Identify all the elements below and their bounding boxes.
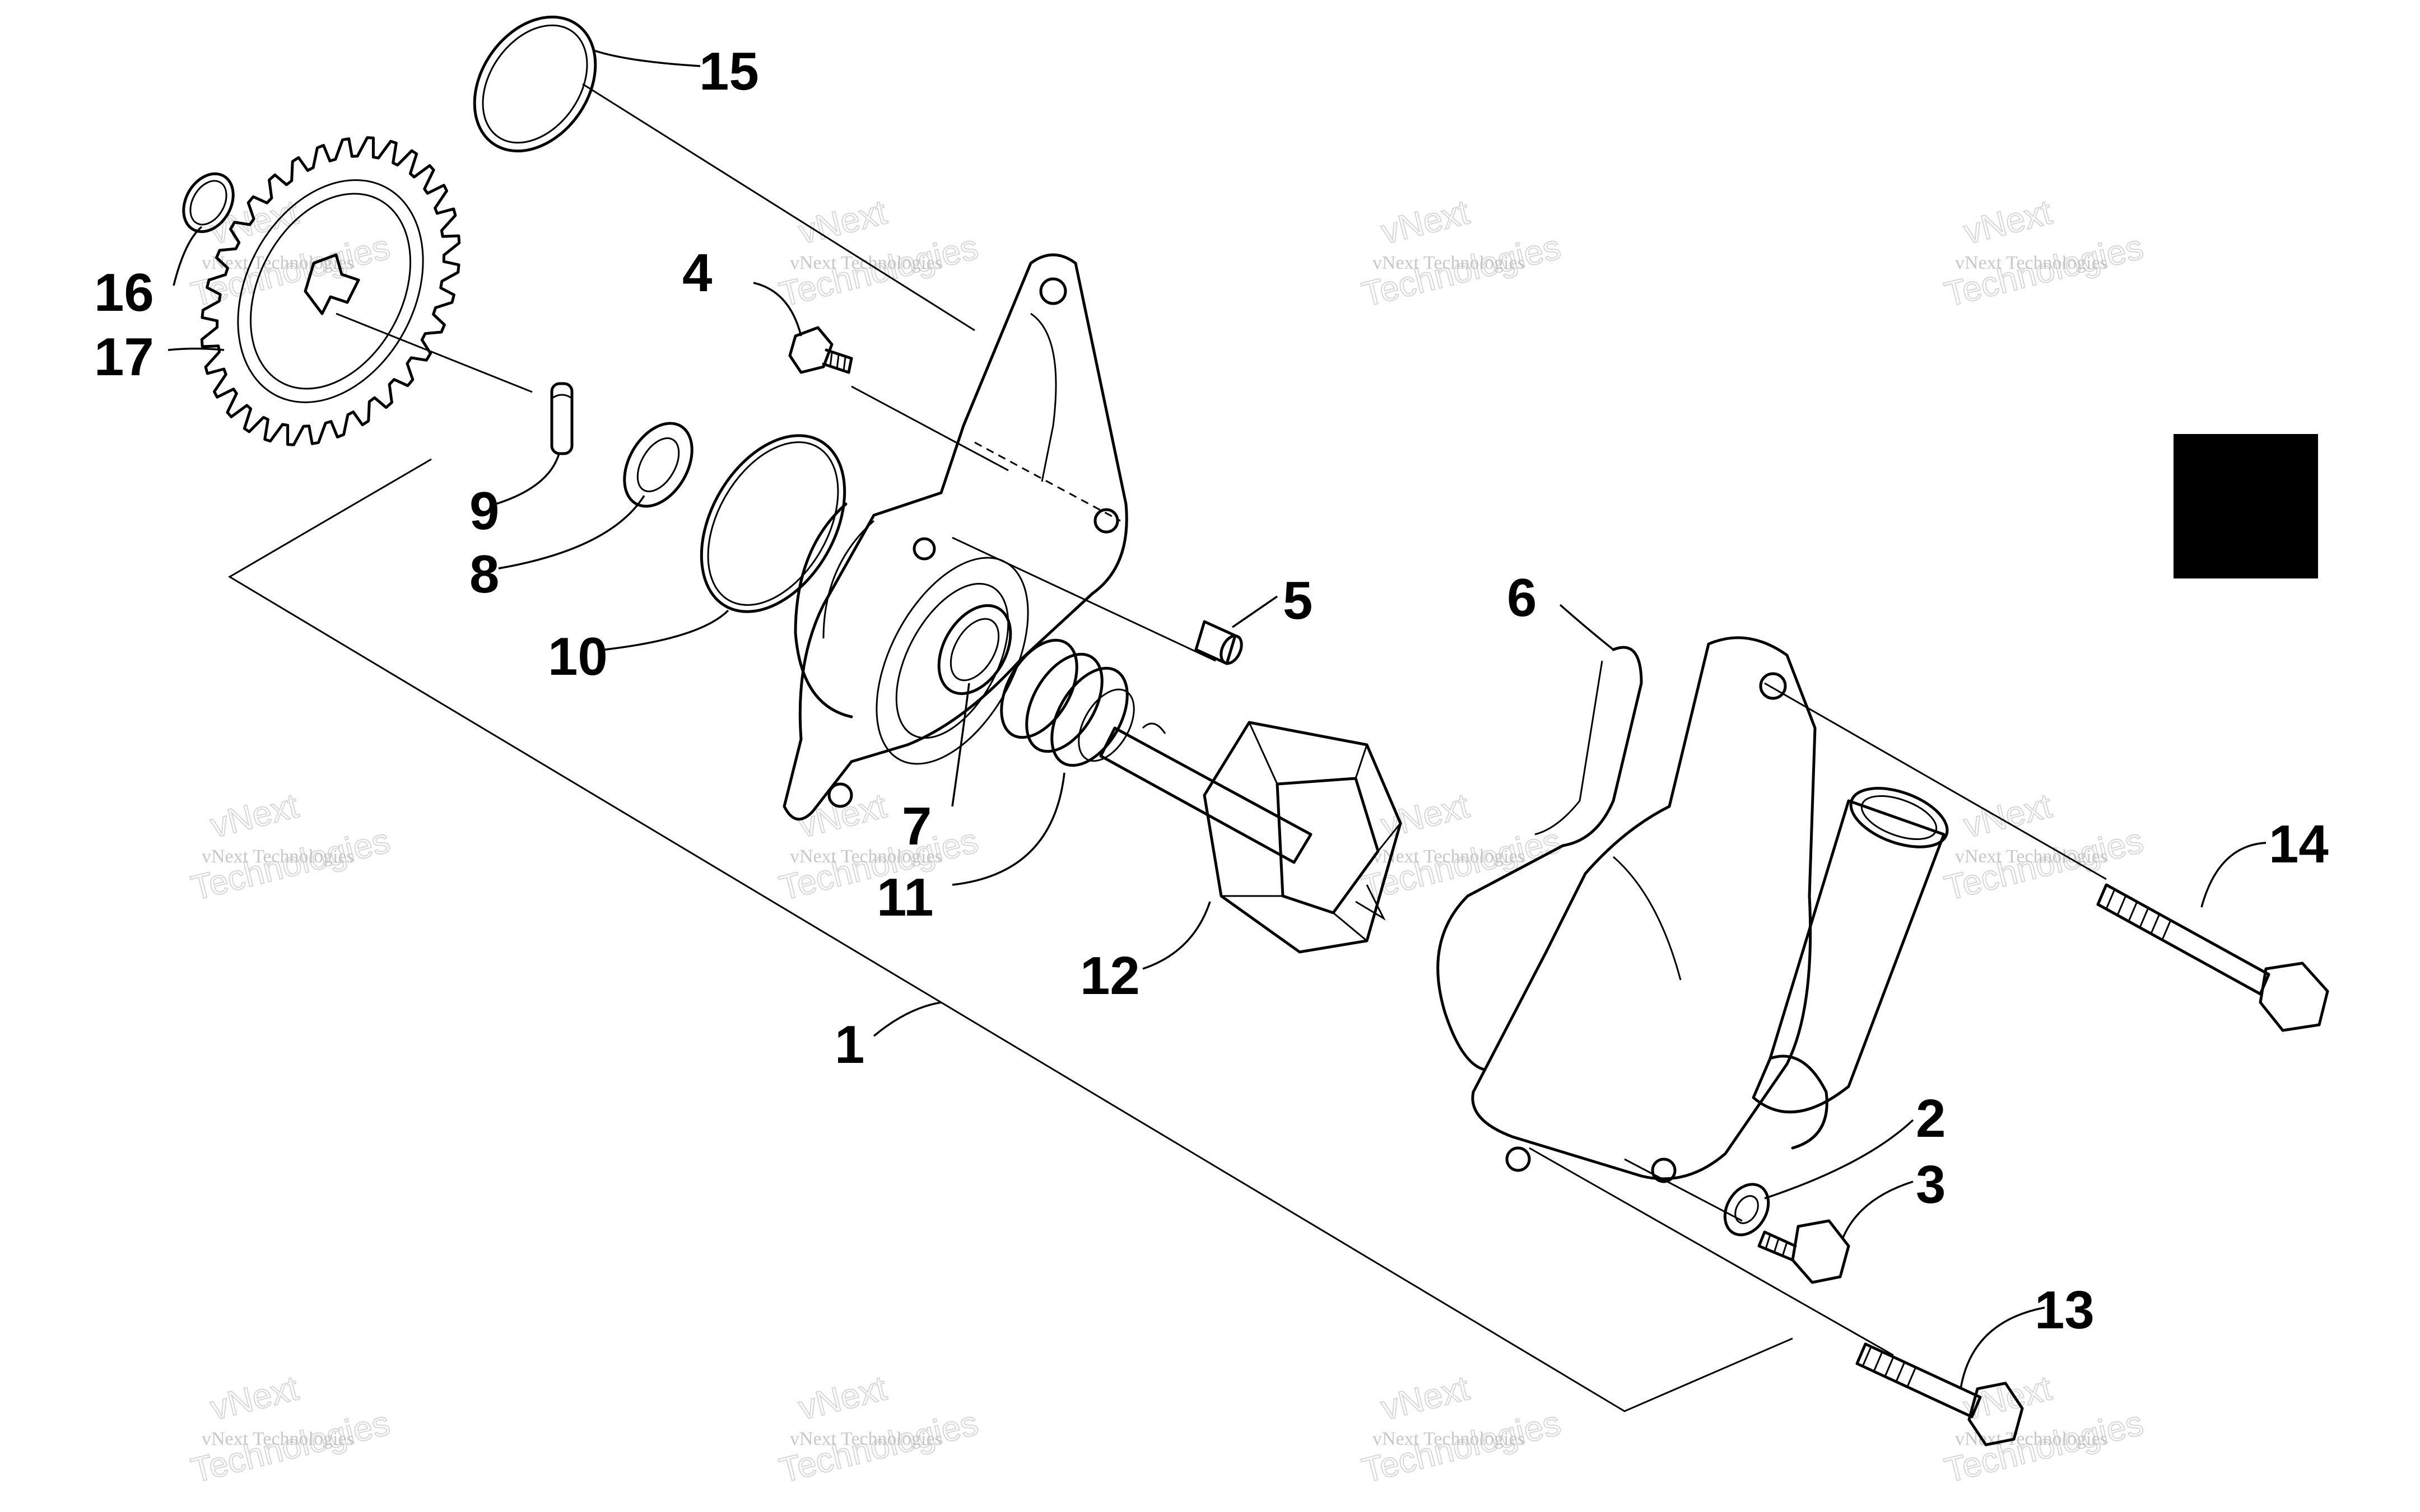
watermark-text: vNext Technologies xyxy=(1372,253,1525,273)
watermark-text: vNext Technologies xyxy=(790,846,942,867)
watermark-brand: vNext xyxy=(207,1369,302,1427)
callout-4: 4 xyxy=(682,243,712,303)
part-8-washer xyxy=(623,422,694,508)
watermark-brand: vNext xyxy=(795,193,890,251)
watermark-text: vNext Technologies xyxy=(1955,253,2107,273)
callout-12: 12 xyxy=(1080,946,1140,1006)
watermark: vNext vNext Technologies Technologies xyxy=(1358,786,1565,908)
watermark-text: vNext Technologies xyxy=(790,1429,942,1449)
watermark-text: vNext Technologies xyxy=(1372,846,1525,867)
watermark: vNext vNext Technologies Technologies xyxy=(1940,1368,2148,1491)
callout-14: 14 xyxy=(2269,814,2329,874)
part-12-impeller xyxy=(1099,721,1402,954)
part-7-seal xyxy=(937,604,1012,696)
part-9-pin xyxy=(550,382,574,455)
watermark: vNext vNext Technologies Technologies xyxy=(187,1368,394,1491)
watermark-brand: vNext xyxy=(795,1369,890,1427)
watermark-text: vNext Technologies xyxy=(202,1429,354,1449)
watermark-brand: vNext xyxy=(1960,786,2055,845)
callout-2: 2 xyxy=(1916,1089,1946,1149)
watermarks: vNext vNext Technologies Technologies vN… xyxy=(187,192,2148,1491)
watermark: vNext vNext Technologies Technologies xyxy=(1940,786,2148,908)
part-16-circlip xyxy=(182,172,235,234)
watermark: vNext vNext Technologies Technologies xyxy=(775,1368,983,1491)
callout-6: 6 xyxy=(1507,568,1537,628)
assembly-bracket xyxy=(228,458,1793,1412)
part-11-mech-seal xyxy=(1000,638,1135,767)
callout-9: 9 xyxy=(469,481,499,541)
callout-1: 1 xyxy=(835,1015,864,1075)
callout-13: 13 xyxy=(2035,1280,2095,1340)
callout-7: 7 xyxy=(902,796,932,856)
part-2-washer xyxy=(1723,1183,1770,1236)
part-3-bolt xyxy=(1757,1219,1850,1284)
callout-11: 11 xyxy=(877,867,933,927)
part-13-bolt xyxy=(1855,1342,2024,1446)
watermark-brand: vNext xyxy=(1377,193,1473,251)
callout-17: 17 xyxy=(94,327,154,387)
watermark-brand: vNext xyxy=(1960,193,2055,251)
watermark-brand: vNext xyxy=(1377,786,1473,845)
part-15-oring xyxy=(473,15,597,153)
pump-cover xyxy=(1471,636,1949,1183)
callout-8: 8 xyxy=(469,544,499,604)
watermark-text: vNext Technologies xyxy=(1372,1429,1525,1449)
callouts: 15 16 17 4 5 9 8 10 7 11 12 6 1 2 3 13 1… xyxy=(94,41,2329,1340)
watermark: vNext vNext Technologies Technologies xyxy=(775,786,983,908)
watermark: vNext vNext Technologies Technologies xyxy=(187,786,394,908)
watermark: vNext vNext Technologies Technologies xyxy=(1358,1368,1565,1491)
part-17-gear xyxy=(200,136,461,446)
watermark: vNext vNext Technologies Technologies xyxy=(1358,192,1565,315)
black-marker-square xyxy=(2174,434,2318,578)
watermark-text: vNext Technologies xyxy=(202,846,354,867)
callout-5: 5 xyxy=(1283,571,1313,631)
leader-lines xyxy=(167,49,2267,1389)
watermark-brand: vNext xyxy=(207,786,302,845)
callout-3: 3 xyxy=(1916,1155,1946,1215)
pump-housing xyxy=(783,253,1128,821)
watermark-brand: vNext xyxy=(1377,1369,1473,1427)
watermark: vNext vNext Technologies Technologies xyxy=(775,192,983,315)
callout-15: 15 xyxy=(699,41,759,101)
watermark-text: vNext Technologies xyxy=(1955,846,2107,867)
part-14-bolt xyxy=(2096,883,2329,1032)
watermark: vNext vNext Technologies Technologies xyxy=(1940,192,2148,315)
part-6-gasket xyxy=(1436,646,1643,1071)
part-10-oring xyxy=(700,434,846,613)
alignment-lines xyxy=(336,83,2107,1356)
part-5-dowel xyxy=(1194,620,1243,665)
part-4-bolt xyxy=(788,326,853,374)
callout-10: 10 xyxy=(548,627,608,687)
callout-16: 16 xyxy=(94,263,154,323)
